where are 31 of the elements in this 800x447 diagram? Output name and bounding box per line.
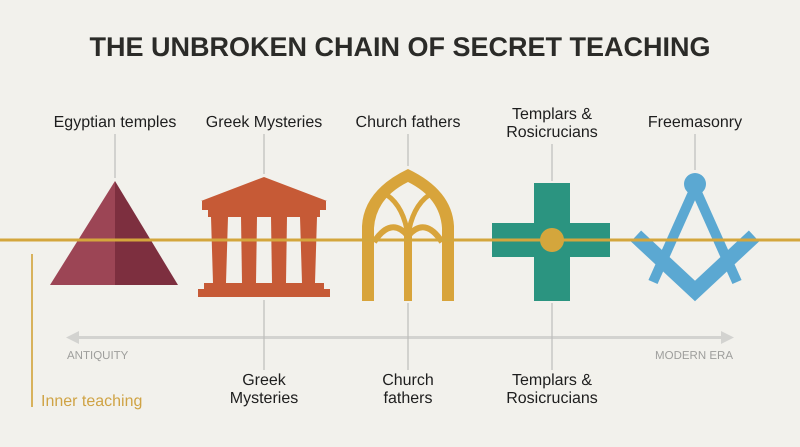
chain-line — [454, 238, 492, 242]
chain-line — [610, 238, 629, 242]
leader-line — [694, 134, 696, 170]
tradition-label: Templars & Rosicrucians — [500, 106, 604, 142]
tradition-label: Templars & Rosicrucians — [500, 372, 604, 408]
tradition-label: Egyptian temples — [54, 114, 176, 132]
leader-line — [407, 134, 409, 166]
tradition-label: Church fathers — [356, 114, 460, 132]
leader-line — [263, 134, 265, 174]
title: THE UNBROKEN CHAIN OF SECRET TEACHING — [90, 32, 710, 63]
leader-line — [263, 300, 265, 370]
tradition-label: Greek Mysteries — [224, 372, 304, 408]
leader-line — [551, 303, 553, 370]
chain-line — [178, 238, 198, 242]
chain-line — [761, 238, 800, 242]
temple-icon — [198, 176, 330, 298]
gothic-window-icon — [362, 168, 454, 301]
chain-line — [0, 238, 50, 242]
annotation-label: Inner teaching — [41, 393, 142, 411]
era-label: ANTIQUITY — [67, 350, 128, 362]
era-label: MODERN ERA — [655, 350, 733, 362]
pyramid-icon — [50, 180, 178, 286]
tradition-label: Freemasonry — [648, 114, 742, 132]
chain-line — [330, 238, 362, 242]
leader-line — [114, 134, 116, 178]
tradition-label: Church fathers — [372, 372, 444, 408]
leader-line — [407, 303, 409, 370]
tradition-label: Greek Mysteries — [206, 114, 322, 132]
leader-line — [551, 144, 553, 181]
compass-square-icon — [629, 172, 761, 303]
cross-icon — [492, 183, 610, 301]
